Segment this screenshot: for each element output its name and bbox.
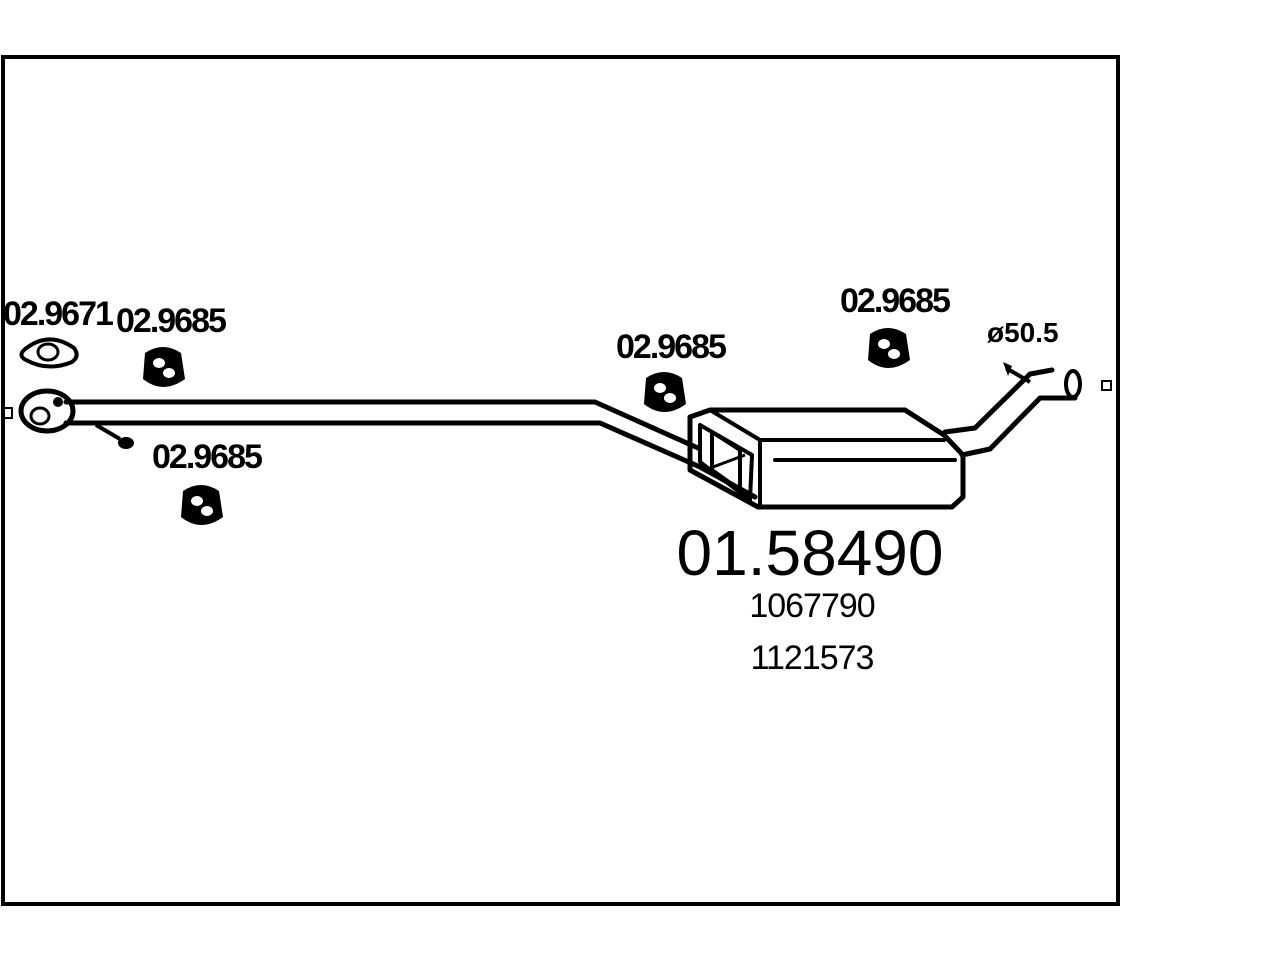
diameter-pointer bbox=[1003, 362, 1032, 384]
clamp-bolt bbox=[94, 423, 134, 449]
rubber-mount-icon bbox=[181, 485, 223, 525]
part-label-gasket: 02.9671 bbox=[3, 295, 113, 333]
diameter-label: ø50.5 bbox=[987, 317, 1059, 348]
pipe-end-cap-right bbox=[1101, 380, 1112, 391]
pipe-end-cap-left bbox=[3, 407, 13, 419]
oem-number-2: 1121573 bbox=[751, 639, 874, 677]
main-part-number: 01.58490 bbox=[677, 517, 944, 589]
tail-pipe bbox=[942, 367, 1082, 458]
oem-number-1: 1067790 bbox=[749, 587, 874, 625]
part-label-mount-2: 02.9685 bbox=[152, 438, 262, 476]
part-label-mount-1: 02.9685 bbox=[116, 302, 226, 340]
silencer bbox=[687, 407, 966, 510]
rubber-mount-icon bbox=[143, 347, 185, 387]
rubber-mount-icon bbox=[644, 372, 686, 412]
front-flange bbox=[18, 388, 76, 434]
part-label-mount-4: 02.9685 bbox=[840, 282, 950, 320]
part-label-mount-3: 02.9685 bbox=[616, 328, 726, 366]
diagram-frame bbox=[1, 55, 1120, 906]
rubber-mount-icon bbox=[868, 328, 910, 368]
gasket-icon bbox=[19, 337, 79, 369]
